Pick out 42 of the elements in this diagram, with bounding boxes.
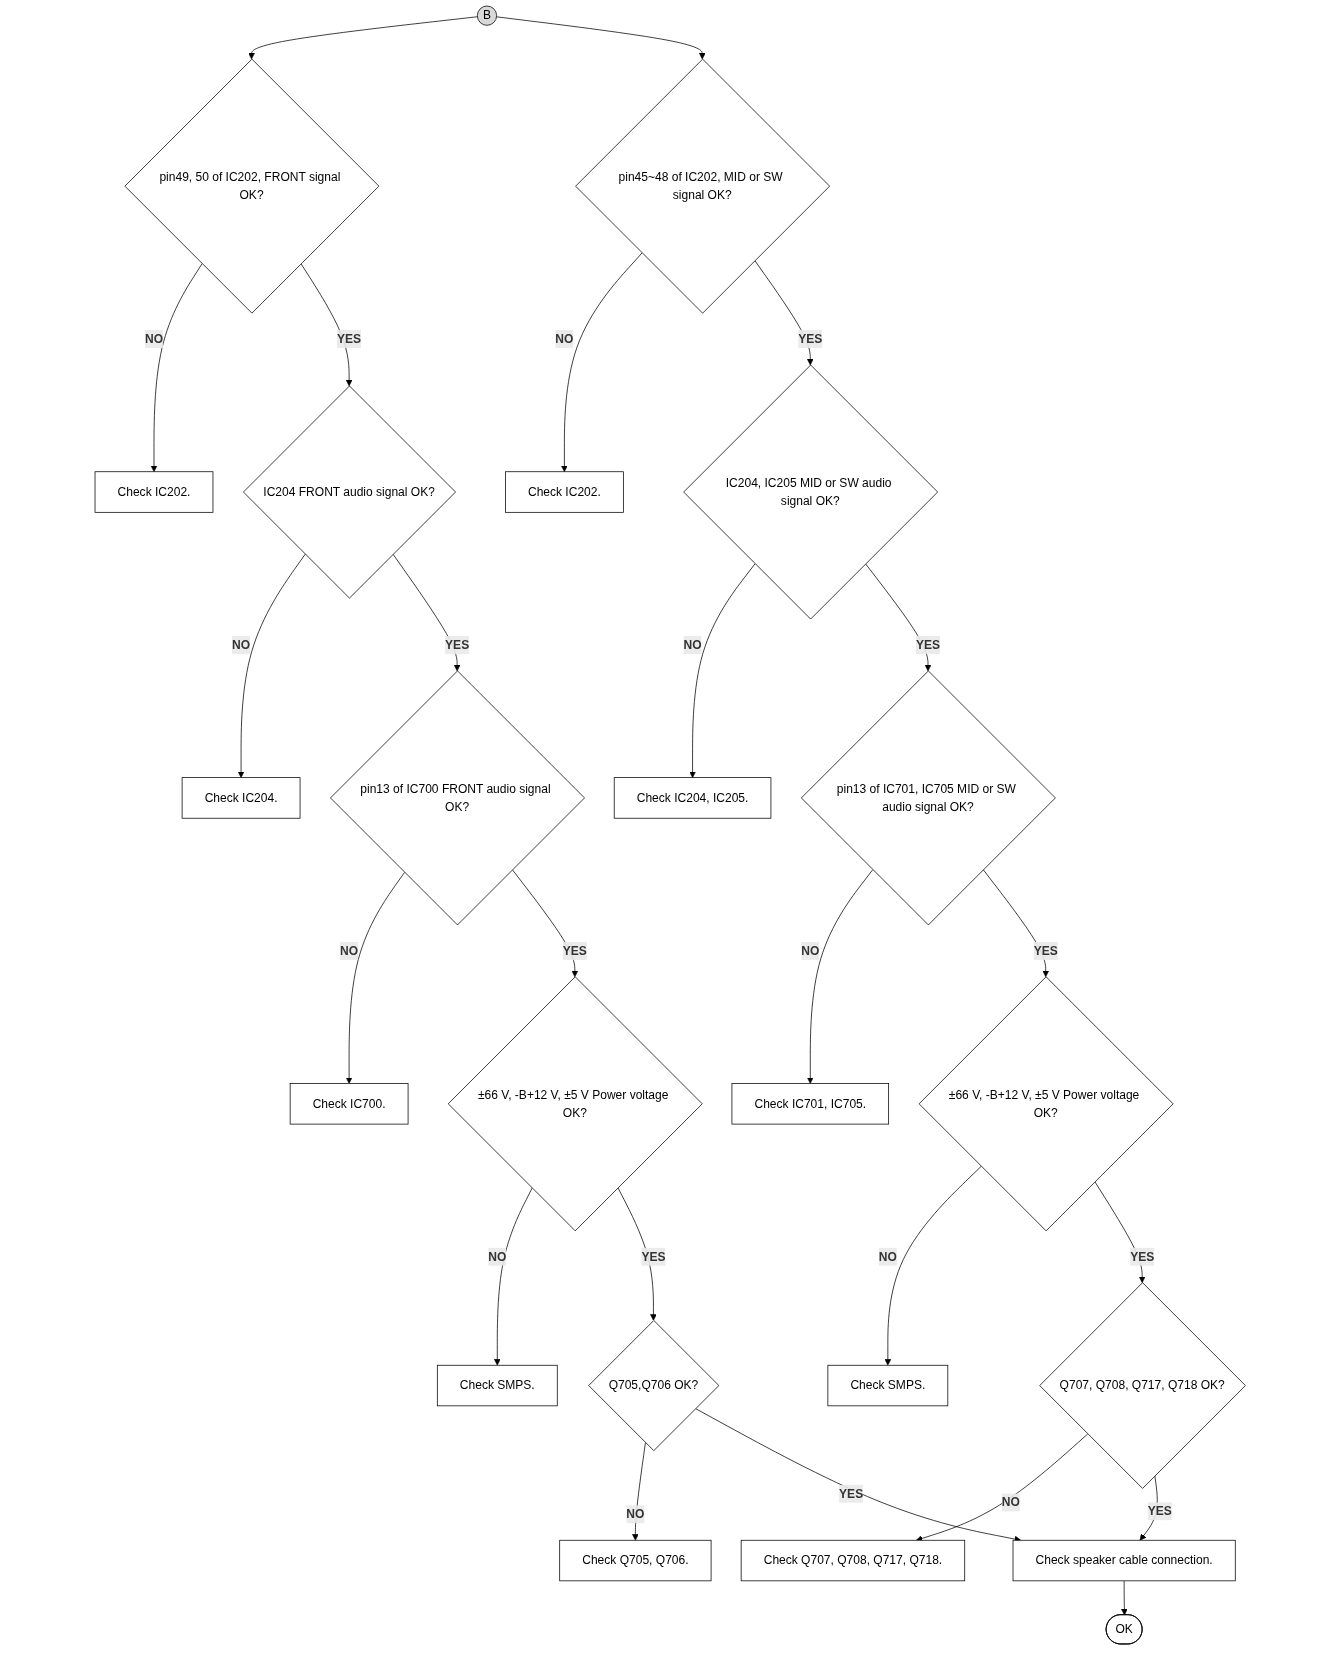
edge-label: NO: [232, 638, 251, 651]
edge-label: NO: [340, 944, 359, 957]
edge-label: YES: [445, 638, 470, 651]
node-box: Check IC204, IC205.: [614, 777, 772, 819]
node-box: Check speaker cable connection.: [1012, 1539, 1236, 1582]
node-box: Check IC700.: [290, 1083, 409, 1125]
node-box: Check SMPS.: [827, 1364, 949, 1407]
edge-label: NO: [683, 638, 702, 651]
node-diamond: Q705,Q706 OK?: [588, 1320, 720, 1451]
node-diamond: ±66 V, -B+12 V, ±5 V Power voltage OK?: [448, 976, 703, 1232]
node-box: Check IC202.: [505, 471, 624, 513]
node-diamond: pin49, 50 of IC202, FRONT signal OK?: [124, 58, 380, 314]
node-box: Check SMPS.: [437, 1364, 558, 1407]
edge-label: YES: [839, 1487, 864, 1500]
node-diamond: Q707, Q708, Q717, Q718 OK?: [1039, 1282, 1247, 1489]
edge-label: YES: [1148, 1504, 1173, 1518]
edge-label: NO: [626, 1507, 645, 1521]
edge-label: YES: [1033, 944, 1059, 957]
edge-label: YES: [641, 1249, 666, 1263]
edge-label: NO: [488, 1249, 507, 1263]
node-diamond: pin13 of IC701, IC705 MID or SW audio signal OK?: [801, 670, 1057, 926]
edge-label: YES: [798, 332, 823, 346]
edge-label: NO: [879, 1249, 898, 1263]
node-diamond: pin13 of IC700 FRONT audio signal OK?: [330, 670, 586, 926]
edge-label: YES: [337, 332, 362, 346]
edge-label: NO: [555, 332, 574, 346]
node-circle: B: [477, 5, 498, 26]
node-box: Check Q707, Q708, Q717, Q718.: [741, 1539, 966, 1582]
node-diamond: IC204 FRONT audio signal OK?: [243, 385, 457, 599]
edge-label: NO: [1002, 1495, 1021, 1509]
node-box: Check Q705, Q706.: [559, 1539, 712, 1582]
edge-label: NO: [801, 944, 820, 957]
node-diamond: IC204, IC205 MID or SW audio signal OK?: [683, 364, 939, 620]
edge-label: YES: [1130, 1249, 1155, 1263]
edge-label: NO: [145, 332, 164, 346]
node-box: Check IC202.: [94, 471, 214, 513]
node-box: Check IC204.: [182, 777, 301, 819]
node-box: Check IC701, IC705.: [731, 1083, 890, 1125]
node-diamond: pin45~48 of IC202, MID or SW signal OK?: [575, 58, 831, 314]
node-diamond: ±66 V, -B+12 V, ±5 V Power voltage OK?: [919, 976, 1174, 1232]
edge-label: YES: [916, 638, 941, 651]
edge-label: YES: [563, 944, 588, 957]
